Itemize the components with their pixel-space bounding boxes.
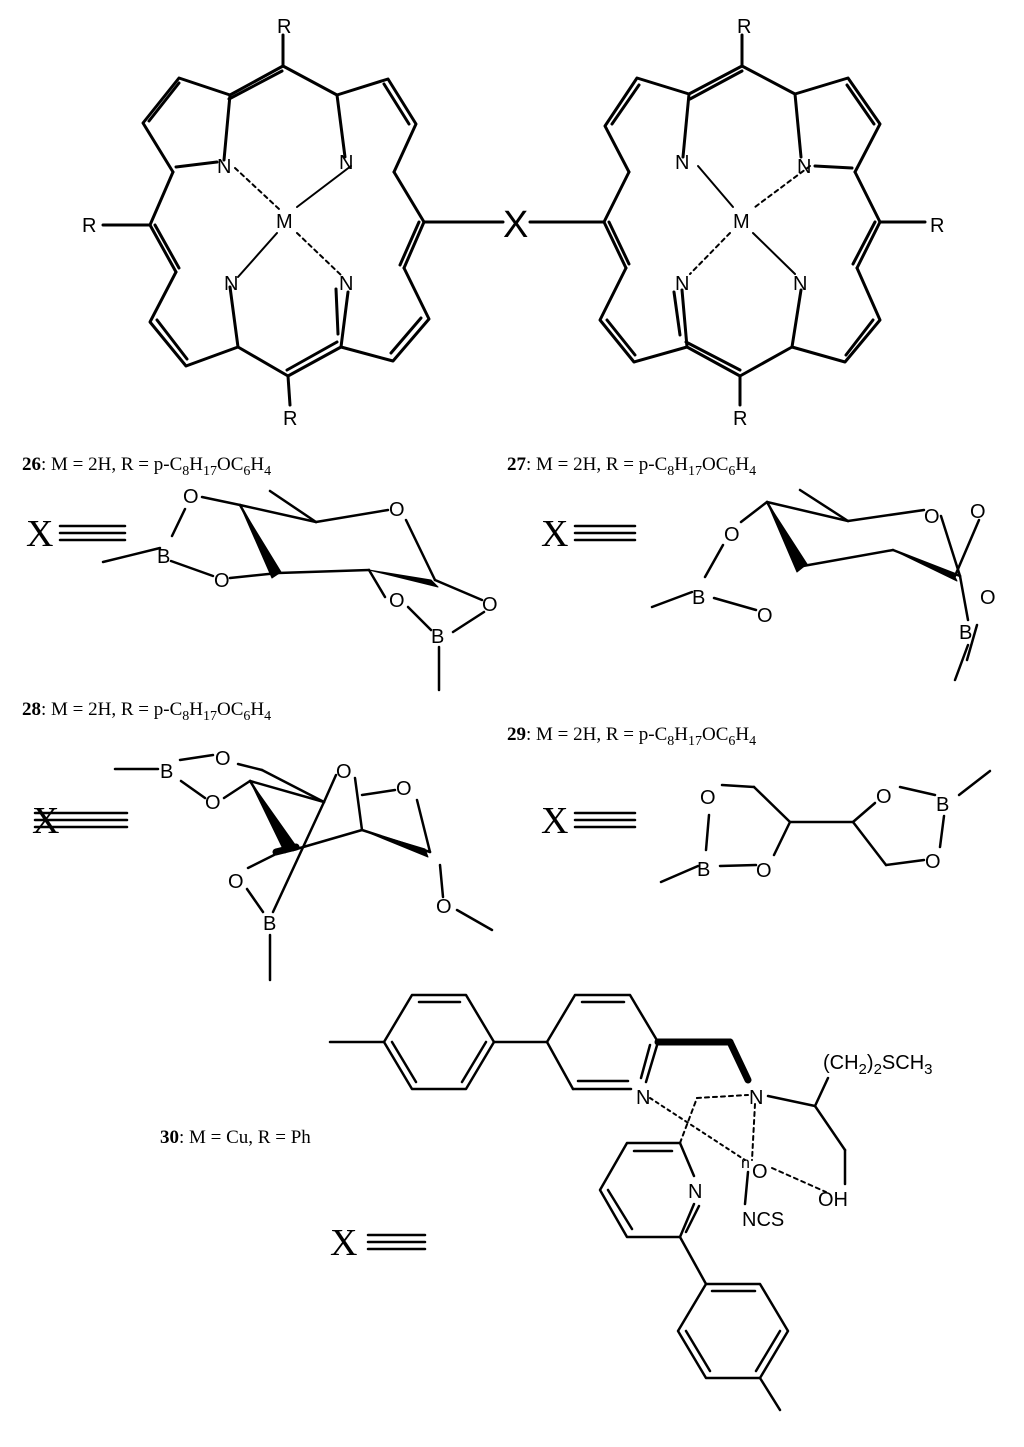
caption-28: 28: M = 2H, R = p-C8H17OC6H4 (22, 699, 271, 724)
s27-o3: O (924, 506, 940, 528)
s26-o4: O (389, 590, 405, 612)
s30-ncs: NCS (742, 1209, 784, 1231)
s28-o5: O (228, 871, 244, 893)
porphyrin-right (528, 33, 927, 407)
s30-substituent: (CH2)2SCH3 (823, 1052, 932, 1078)
caption-30: 30: M = Cu, R = Ph (160, 1127, 311, 1148)
s27-o4: O (970, 501, 986, 523)
caption-26: 26: M = 2H, R = p-C8H17OC6H4 (22, 454, 271, 479)
atom-n-left-4: N (339, 273, 353, 295)
s29-b2: B (936, 794, 949, 816)
atom-n-right-3: N (675, 273, 689, 295)
subst-r-bottom-right: R (733, 408, 747, 430)
atom-n-right-2: N (797, 156, 811, 178)
structure-28 (33, 753, 494, 982)
s29-o3: O (876, 786, 892, 808)
s30-oh: OH (818, 1189, 848, 1211)
structure-29 (573, 769, 992, 884)
s28-b1: B (160, 761, 173, 783)
s27-b1: B (692, 587, 705, 609)
subst-r-bottom-left: R (283, 408, 297, 430)
x-label-28: X (32, 800, 59, 842)
s30-o1: O (752, 1161, 768, 1183)
porphyrin-left (101, 33, 505, 407)
s28-o4: O (396, 778, 412, 800)
s26-b2: B (431, 626, 444, 648)
linker-x: X (503, 204, 528, 246)
atom-n-right-1: N (675, 152, 689, 174)
atom-n-right-4: N (793, 273, 807, 295)
s29-o1: O (700, 787, 716, 809)
atom-n-left-1: N (217, 156, 231, 178)
structure-27 (573, 488, 981, 682)
subst-r-top-right: R (737, 16, 751, 38)
s29-b1: B (697, 859, 710, 881)
s28-o6: O (436, 896, 452, 918)
x-label-26: X (26, 513, 53, 555)
s26-b1: B (157, 546, 170, 568)
s28-o3: O (336, 761, 352, 783)
s27-b2: B (959, 622, 972, 644)
caption-27: 27: M = 2H, R = p-C8H17OC6H4 (507, 454, 756, 479)
atom-metal-left: M (276, 211, 293, 233)
atom-n-left-2: N (339, 152, 353, 174)
caption-29: 29: M = 2H, R = p-C8H17OC6H4 (507, 724, 756, 749)
s26-o2: O (214, 570, 230, 592)
s26-o5: O (482, 594, 498, 616)
s28-o2: O (205, 792, 221, 814)
s27-o5: O (980, 587, 996, 609)
subst-r-left: R (82, 215, 96, 237)
s27-o1: O (724, 524, 740, 546)
s30-cu: n (741, 1155, 750, 1172)
s28-b2: B (263, 913, 276, 935)
x-label-27: X (541, 513, 568, 555)
subst-r-right: R (930, 215, 944, 237)
s26-o1: O (183, 486, 199, 508)
s27-o2: O (757, 605, 773, 627)
s29-o4: O (925, 851, 941, 873)
structure-30 (328, 993, 847, 1412)
structure-26 (58, 489, 486, 692)
atom-metal-right: M (733, 211, 750, 233)
x-label-30: X (330, 1222, 357, 1264)
s30-n1: N (636, 1087, 650, 1109)
s28-o1: O (215, 748, 231, 770)
subst-r-top-left: R (277, 16, 291, 38)
s26-o3: O (389, 499, 405, 521)
s30-n2: N (749, 1087, 763, 1109)
s30-n3: N (688, 1181, 702, 1203)
x-label-29: X (541, 800, 568, 842)
atom-n-left-3: N (224, 273, 238, 295)
s29-o2: O (756, 860, 772, 882)
